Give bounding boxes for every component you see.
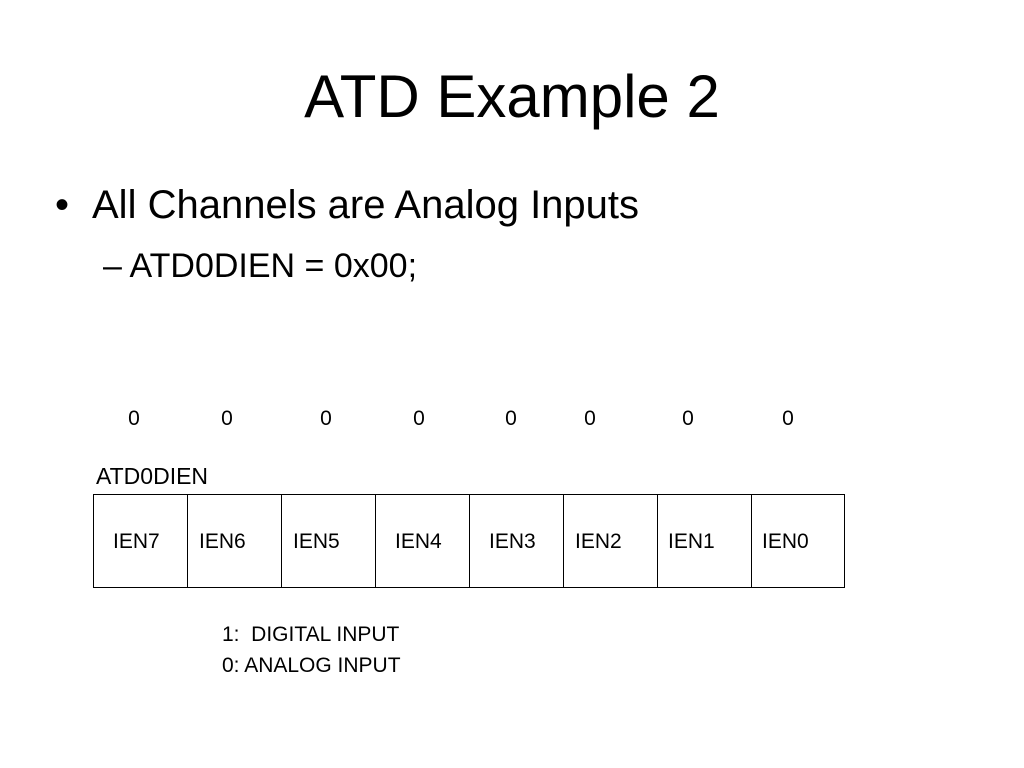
register-divider — [751, 495, 752, 587]
bit-name-ien2: IEN2 — [575, 530, 622, 553]
bit-value-4: 0 — [413, 407, 425, 430]
legend-line-digital: 1: DIGITAL INPUT — [222, 623, 400, 646]
bit-name-ien7: IEN7 — [113, 530, 160, 553]
bit-name-ien4: IEN4 — [395, 530, 442, 553]
bullet-item: • All Channels are Analog Inputs — [55, 180, 639, 230]
register-box: IEN7 IEN6 IEN5 IEN4 IEN3 IEN2 IEN1 IEN0 — [93, 494, 845, 588]
legend-line-analog: 0: ANALOG INPUT — [222, 654, 401, 677]
register-divider — [281, 495, 282, 587]
register-divider — [375, 495, 376, 587]
bullet-text: All Channels are Analog Inputs — [92, 183, 640, 227]
register-divider — [563, 495, 564, 587]
register-divider — [657, 495, 658, 587]
bit-name-ien6: IEN6 — [199, 530, 246, 553]
bit-value-5: 0 — [320, 407, 332, 430]
bit-name-ien0: IEN0 — [762, 530, 809, 553]
register-divider — [469, 495, 470, 587]
bit-value-7: 0 — [128, 407, 140, 430]
bit-value-6: 0 — [221, 407, 233, 430]
sub-bullet-item: – ATD0DIEN = 0x00; — [103, 247, 418, 285]
bit-value-1: 0 — [682, 407, 694, 430]
bit-value-3: 0 — [505, 407, 517, 430]
legend: 1: DIGITAL INPUT 0: ANALOG INPUT — [222, 619, 401, 681]
slide-title: ATD Example 2 — [304, 63, 720, 130]
register-divider — [187, 495, 188, 587]
bit-name-ien3: IEN3 — [489, 530, 536, 553]
bit-name-ien1: IEN1 — [668, 530, 715, 553]
register-label: ATD0DIEN — [96, 463, 209, 489]
bit-value-2: 0 — [584, 407, 596, 430]
bit-value-0: 0 — [782, 407, 794, 430]
bit-name-ien5: IEN5 — [293, 530, 340, 553]
bullet-marker: • — [55, 183, 70, 227]
